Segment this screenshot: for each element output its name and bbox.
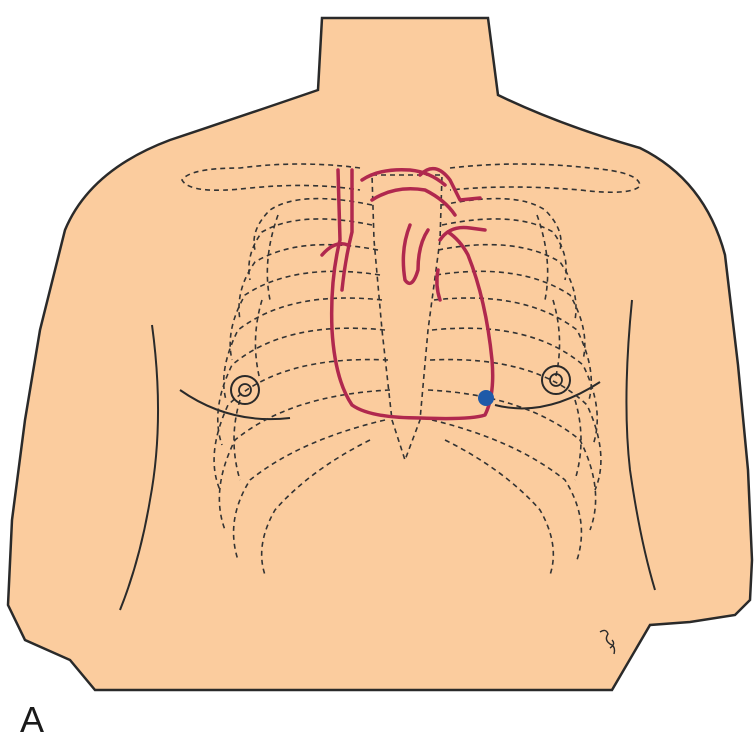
apex-point [478,390,494,406]
panel-label: A [20,702,44,738]
torso [8,18,752,690]
